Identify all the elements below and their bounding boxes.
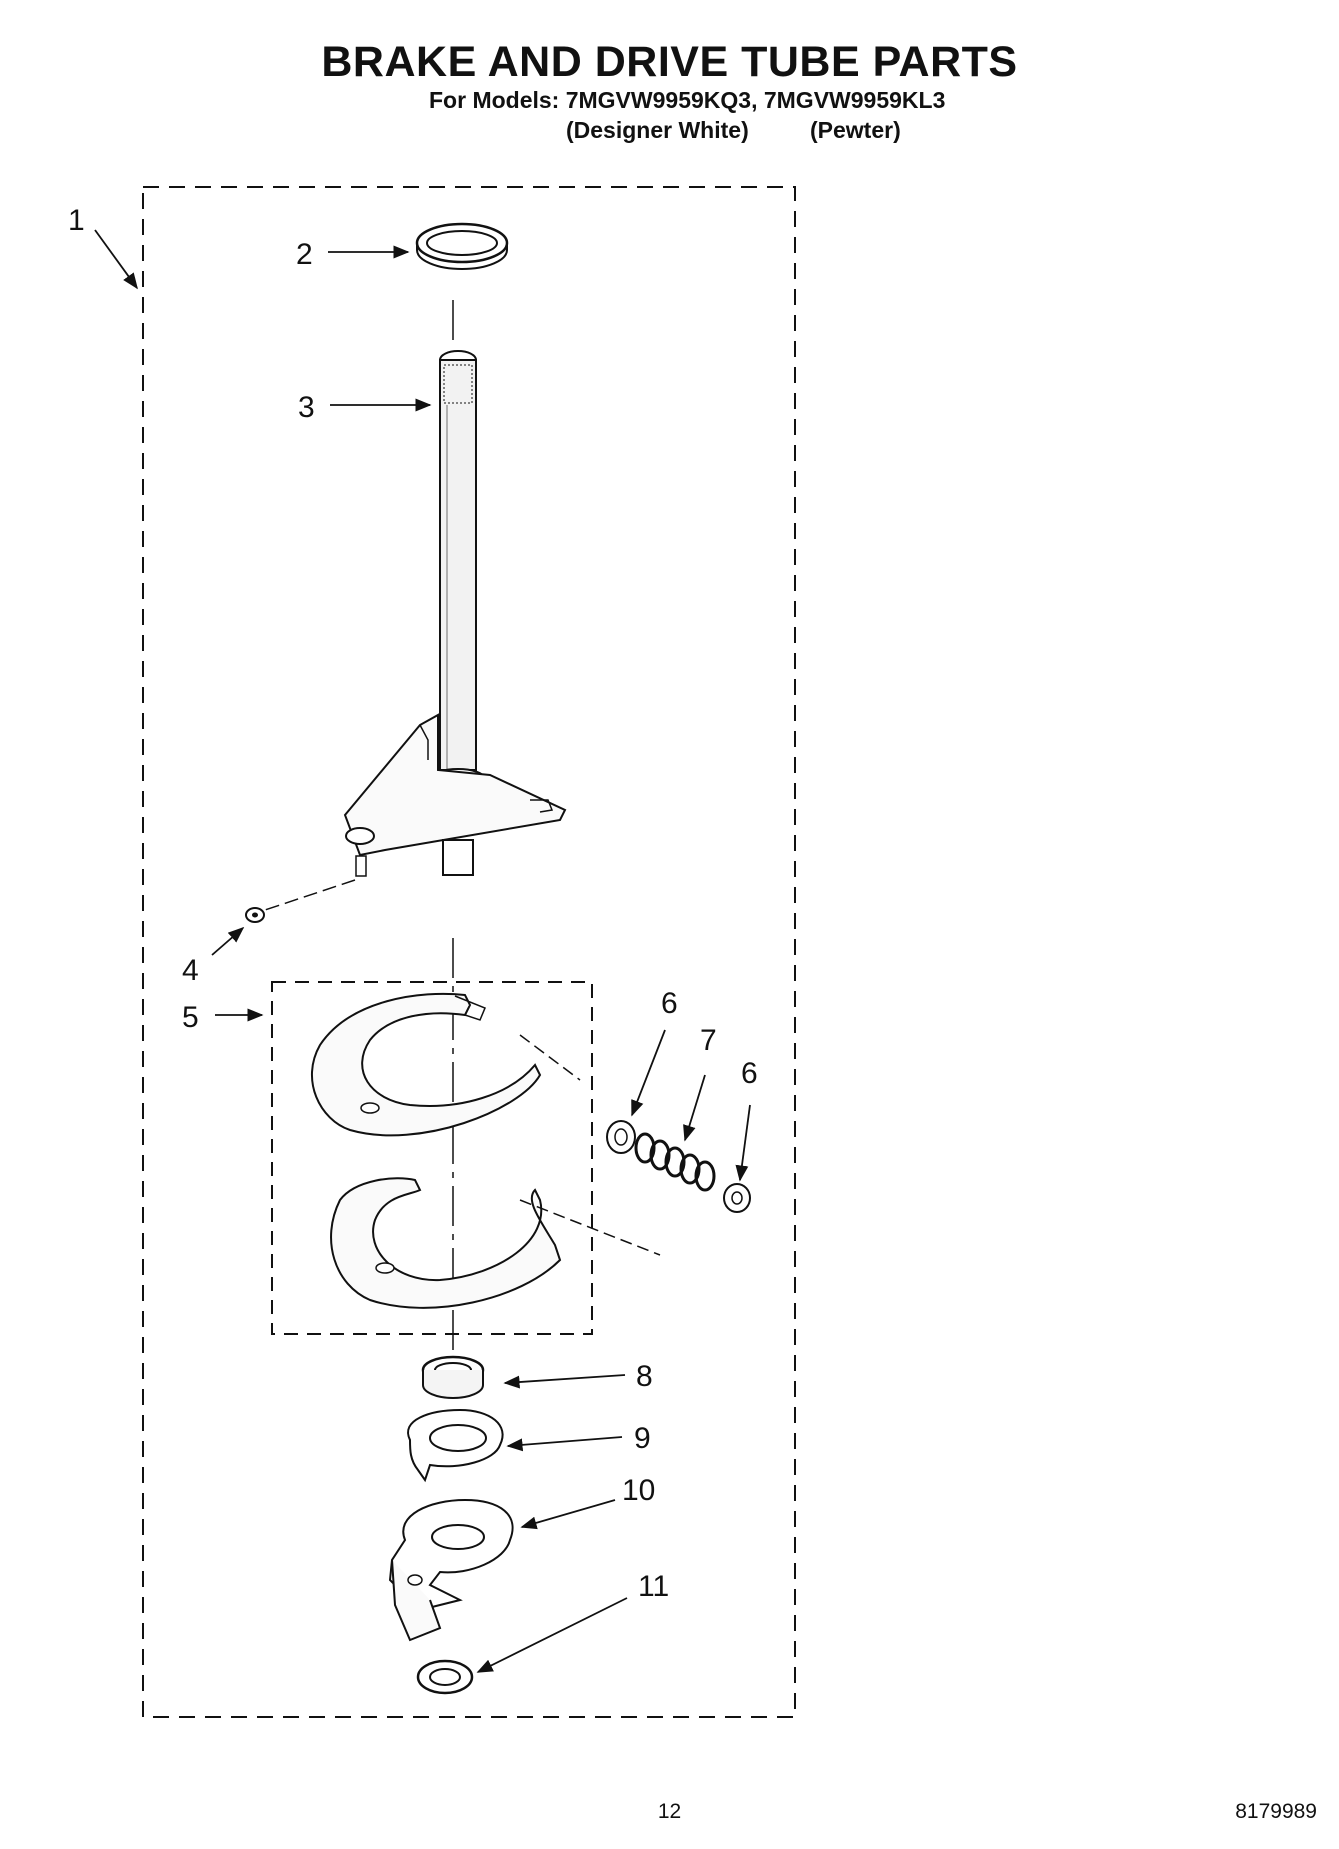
lock-washer-part (245, 879, 356, 923)
callout-7: 7 (700, 1024, 717, 1057)
models-line: For Models: 7MGVW9959KQ3, 7MGVW9959KL3 (429, 87, 946, 113)
brake-spring (634, 1132, 716, 1192)
brake-assembly-outline (271, 981, 593, 1335)
page-number: 12 (657, 1800, 682, 1823)
callout-9: 9 (634, 1422, 651, 1455)
callout-5: 5 (182, 1001, 199, 1034)
bearing-part (421, 1355, 485, 1399)
bottom-seal-part (416, 1659, 474, 1695)
callout-3: 3 (298, 391, 315, 424)
callout-8: 8 (636, 1360, 653, 1393)
callout-1: 1 (68, 204, 85, 237)
callout-6-right: 6 (741, 1057, 758, 1090)
brake-shoe-upper (310, 992, 581, 1137)
callout-10: 10 (622, 1474, 655, 1507)
seal-ring-part (415, 222, 509, 270)
variant-pewter: (Pewter) (810, 117, 901, 143)
document-code: 8179989 (1235, 1800, 1317, 1823)
spring-cup-left (606, 1120, 636, 1154)
drive-tube-part (343, 350, 567, 877)
callout-4: 4 (182, 954, 199, 987)
callout-6-left: 6 (661, 987, 678, 1020)
brake-shoe-lower (330, 1177, 661, 1309)
page-title: BRAKE AND DRIVE TUBE PARTS (321, 38, 1018, 86)
variant-designer-white: (Designer White) (566, 117, 749, 143)
callout-11: 11 (638, 1570, 669, 1603)
callout-2: 2 (296, 238, 313, 271)
assembly-outline (142, 186, 796, 1718)
brake-actuator-part (388, 1498, 514, 1642)
spring-cup-right (723, 1183, 751, 1213)
brake-cam-part (407, 1408, 504, 1483)
